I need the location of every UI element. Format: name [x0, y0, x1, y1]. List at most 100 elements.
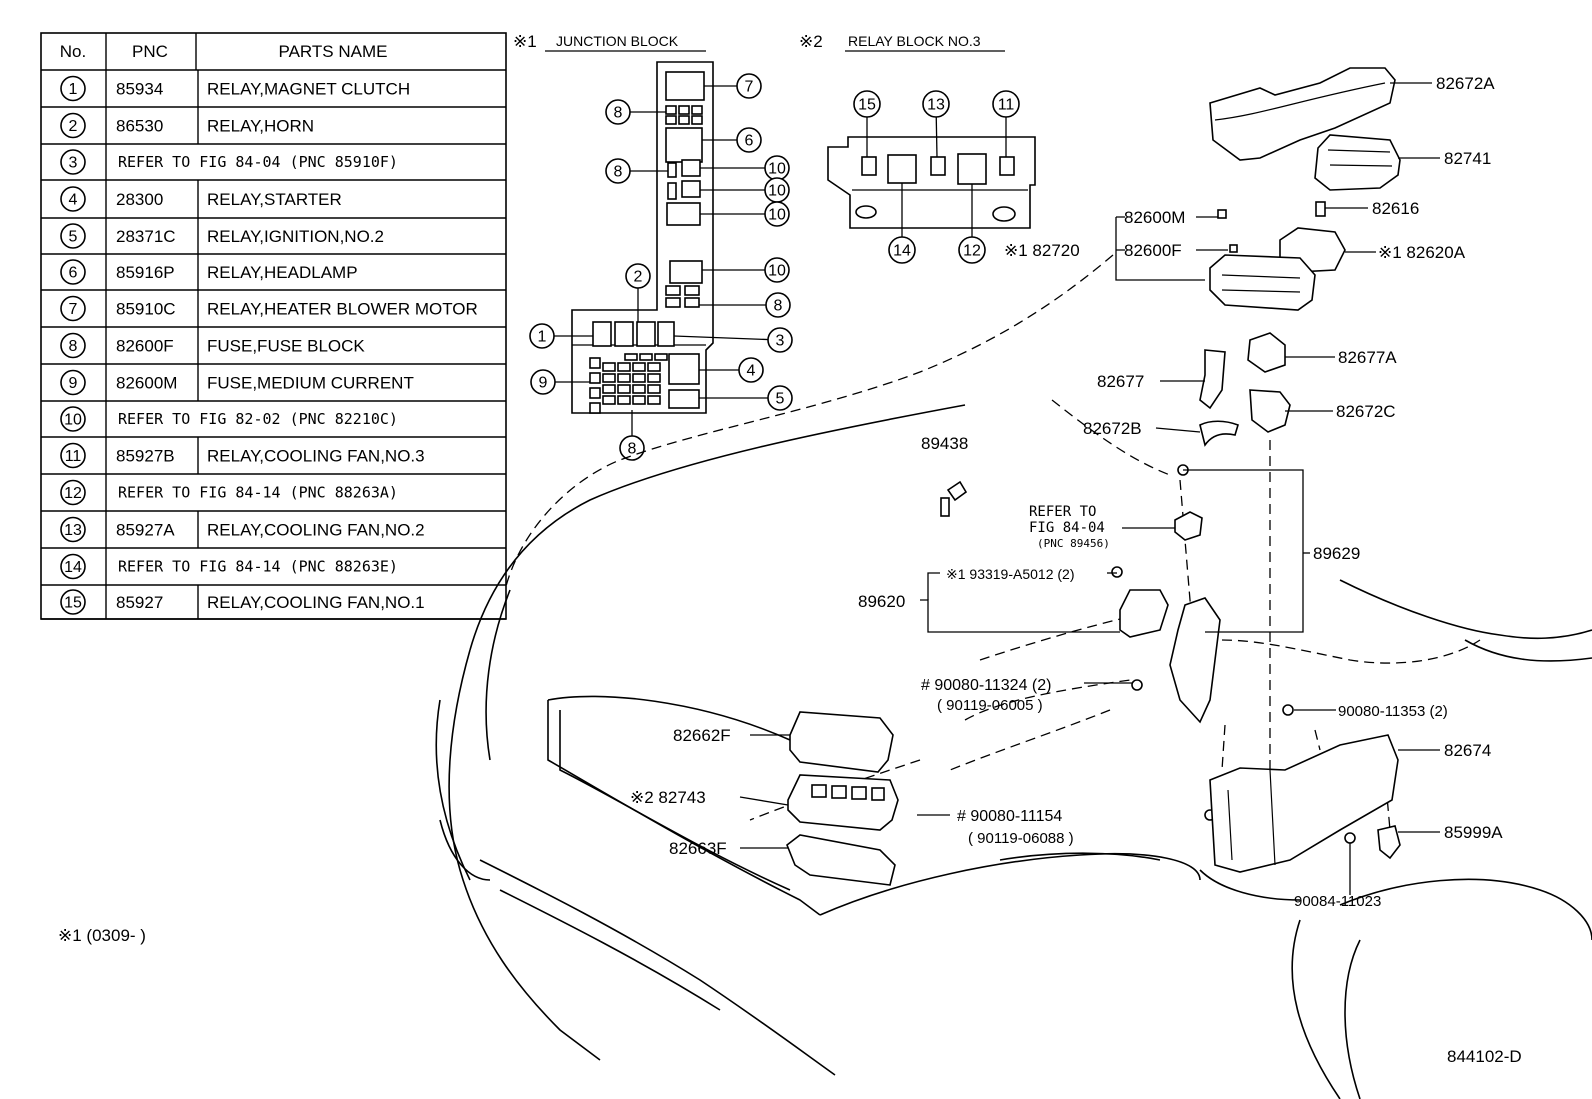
row-reference: REFER TO FIG 84-14 (PNC 88263E)	[118, 558, 398, 576]
svg-text:11: 11	[998, 97, 1015, 114]
label-82662F: 82662F	[673, 726, 731, 745]
row-pnc: 85927B	[116, 447, 175, 466]
callout-8: 8	[605, 99, 666, 125]
relay-block-title: ※2 RELAY BLOCK NO.3	[799, 32, 1005, 52]
callout-13: 13	[922, 90, 950, 158]
callout-3: 3	[673, 327, 793, 353]
label-82672A: 82672A	[1436, 74, 1495, 93]
label-refer-to: REFER TO	[1029, 504, 1096, 520]
row-pnc: 85934	[116, 80, 163, 99]
label-refer-pnc: (PNC 89456)	[1037, 537, 1110, 550]
leader-lines	[739, 82, 1440, 895]
row-parts-name: RELAY,HEADLAMP	[207, 263, 358, 282]
row-parts-name: RELAY,STARTER	[207, 190, 342, 209]
callout-8: 8	[699, 292, 791, 318]
svg-text:10: 10	[768, 263, 786, 280]
row-number: 5	[69, 229, 78, 246]
row-parts-name: FUSE,FUSE BLOCK	[207, 337, 365, 356]
label-82672B: 82672B	[1083, 419, 1142, 438]
callout-2: 2	[625, 263, 651, 322]
row-number: 12	[64, 485, 82, 502]
row-pnc: 82600M	[116, 374, 177, 393]
label-82600F: 82600F	[1124, 241, 1182, 260]
svg-text:8: 8	[628, 441, 637, 458]
row-parts-name: RELAY,MAGNET CLUTCH	[207, 80, 410, 99]
label-90119-06088: ( 90119-06088 )	[968, 830, 1074, 847]
callout-1: 1	[529, 323, 593, 349]
label-85999A: 85999A	[1444, 823, 1503, 842]
row-pnc: 86530	[116, 117, 163, 136]
svg-text:7: 7	[745, 79, 754, 96]
relay-block-drawing	[827, 136, 1036, 229]
row-parts-name: FUSE,MEDIUM CURRENT	[207, 374, 414, 393]
part-labels: 82672A 82741 82616 82600M 82600F ※1 8272…	[630, 74, 1503, 910]
row-pnc: 85927A	[116, 521, 175, 540]
callout-7: 7	[704, 73, 762, 99]
row-pnc: 28300	[116, 190, 163, 209]
svg-text:9: 9	[539, 375, 548, 392]
row-number: 6	[69, 265, 78, 282]
callout-4: 4	[699, 357, 764, 383]
callout-11: 11	[992, 90, 1020, 157]
svg-text:10: 10	[768, 183, 786, 200]
label-82620A: ※1 82620A	[1378, 243, 1466, 262]
svg-text:1: 1	[538, 329, 547, 346]
row-number: 4	[69, 192, 78, 209]
callout-12: 12	[958, 184, 986, 264]
junction-block-title: ※1 JUNCTION BLOCK	[513, 32, 706, 52]
svg-text:4: 4	[747, 363, 756, 380]
label-90080-11154: # 90080-11154	[957, 808, 1062, 825]
row-number: 15	[64, 595, 82, 612]
label-82616: 82616	[1372, 199, 1419, 218]
callout-5: 5	[699, 385, 793, 411]
callout-10: 10	[702, 257, 790, 283]
junction-block-label: JUNCTION BLOCK	[556, 33, 679, 49]
label-90119-06005: ( 90119-06005 )	[937, 697, 1043, 714]
svg-text:8: 8	[614, 105, 623, 122]
callout-15: 15	[853, 90, 881, 157]
relay-block-mark: ※2	[799, 32, 823, 51]
row-number: 9	[69, 375, 78, 392]
table-row: 2 86530 RELAY,HORN	[60, 112, 314, 139]
label-82600M: 82600M	[1124, 208, 1185, 227]
figure-code: 844102-D	[1447, 1047, 1522, 1066]
callout-10: 10	[700, 177, 790, 203]
row-pnc: 82600F	[116, 337, 174, 356]
label-82674: 82674	[1444, 741, 1491, 760]
label-90084-11023: 90084-11023	[1294, 893, 1381, 910]
svg-text:14: 14	[893, 243, 911, 260]
row-number: 2	[69, 118, 78, 135]
label-90080-11353: 90080-11353 (2)	[1338, 703, 1448, 720]
label-93319: ※1 93319-A5012 (2)	[946, 566, 1074, 582]
label-89438: 89438	[921, 434, 968, 453]
row-number: 11	[65, 448, 82, 465]
row-reference: REFER TO FIG 84-14 (PNC 88263A)	[118, 484, 398, 502]
junction-block-drawing	[571, 61, 714, 414]
part-drawings	[786, 67, 1401, 886]
row-reference: REFER TO FIG 84-04 (PNC 85910F)	[118, 153, 398, 171]
svg-text:13: 13	[927, 97, 945, 114]
row-number: 10	[64, 412, 82, 429]
table-row: 12 REFER TO FIG 84-14 (PNC 88263A)	[60, 479, 398, 506]
svg-text:3: 3	[776, 333, 785, 350]
row-number: 1	[69, 81, 78, 98]
row-number: 14	[64, 559, 82, 576]
svg-text:6: 6	[745, 133, 754, 150]
callout-9: 9	[530, 369, 590, 395]
row-number: 8	[69, 338, 78, 355]
svg-text:15: 15	[858, 97, 876, 114]
relay-block-callouts: 15 13 11 14 12	[853, 90, 1020, 264]
callout-14: 14	[888, 183, 916, 264]
row-parts-name: RELAY,HORN	[207, 117, 314, 136]
table-header-pnc: PNC	[132, 42, 168, 61]
